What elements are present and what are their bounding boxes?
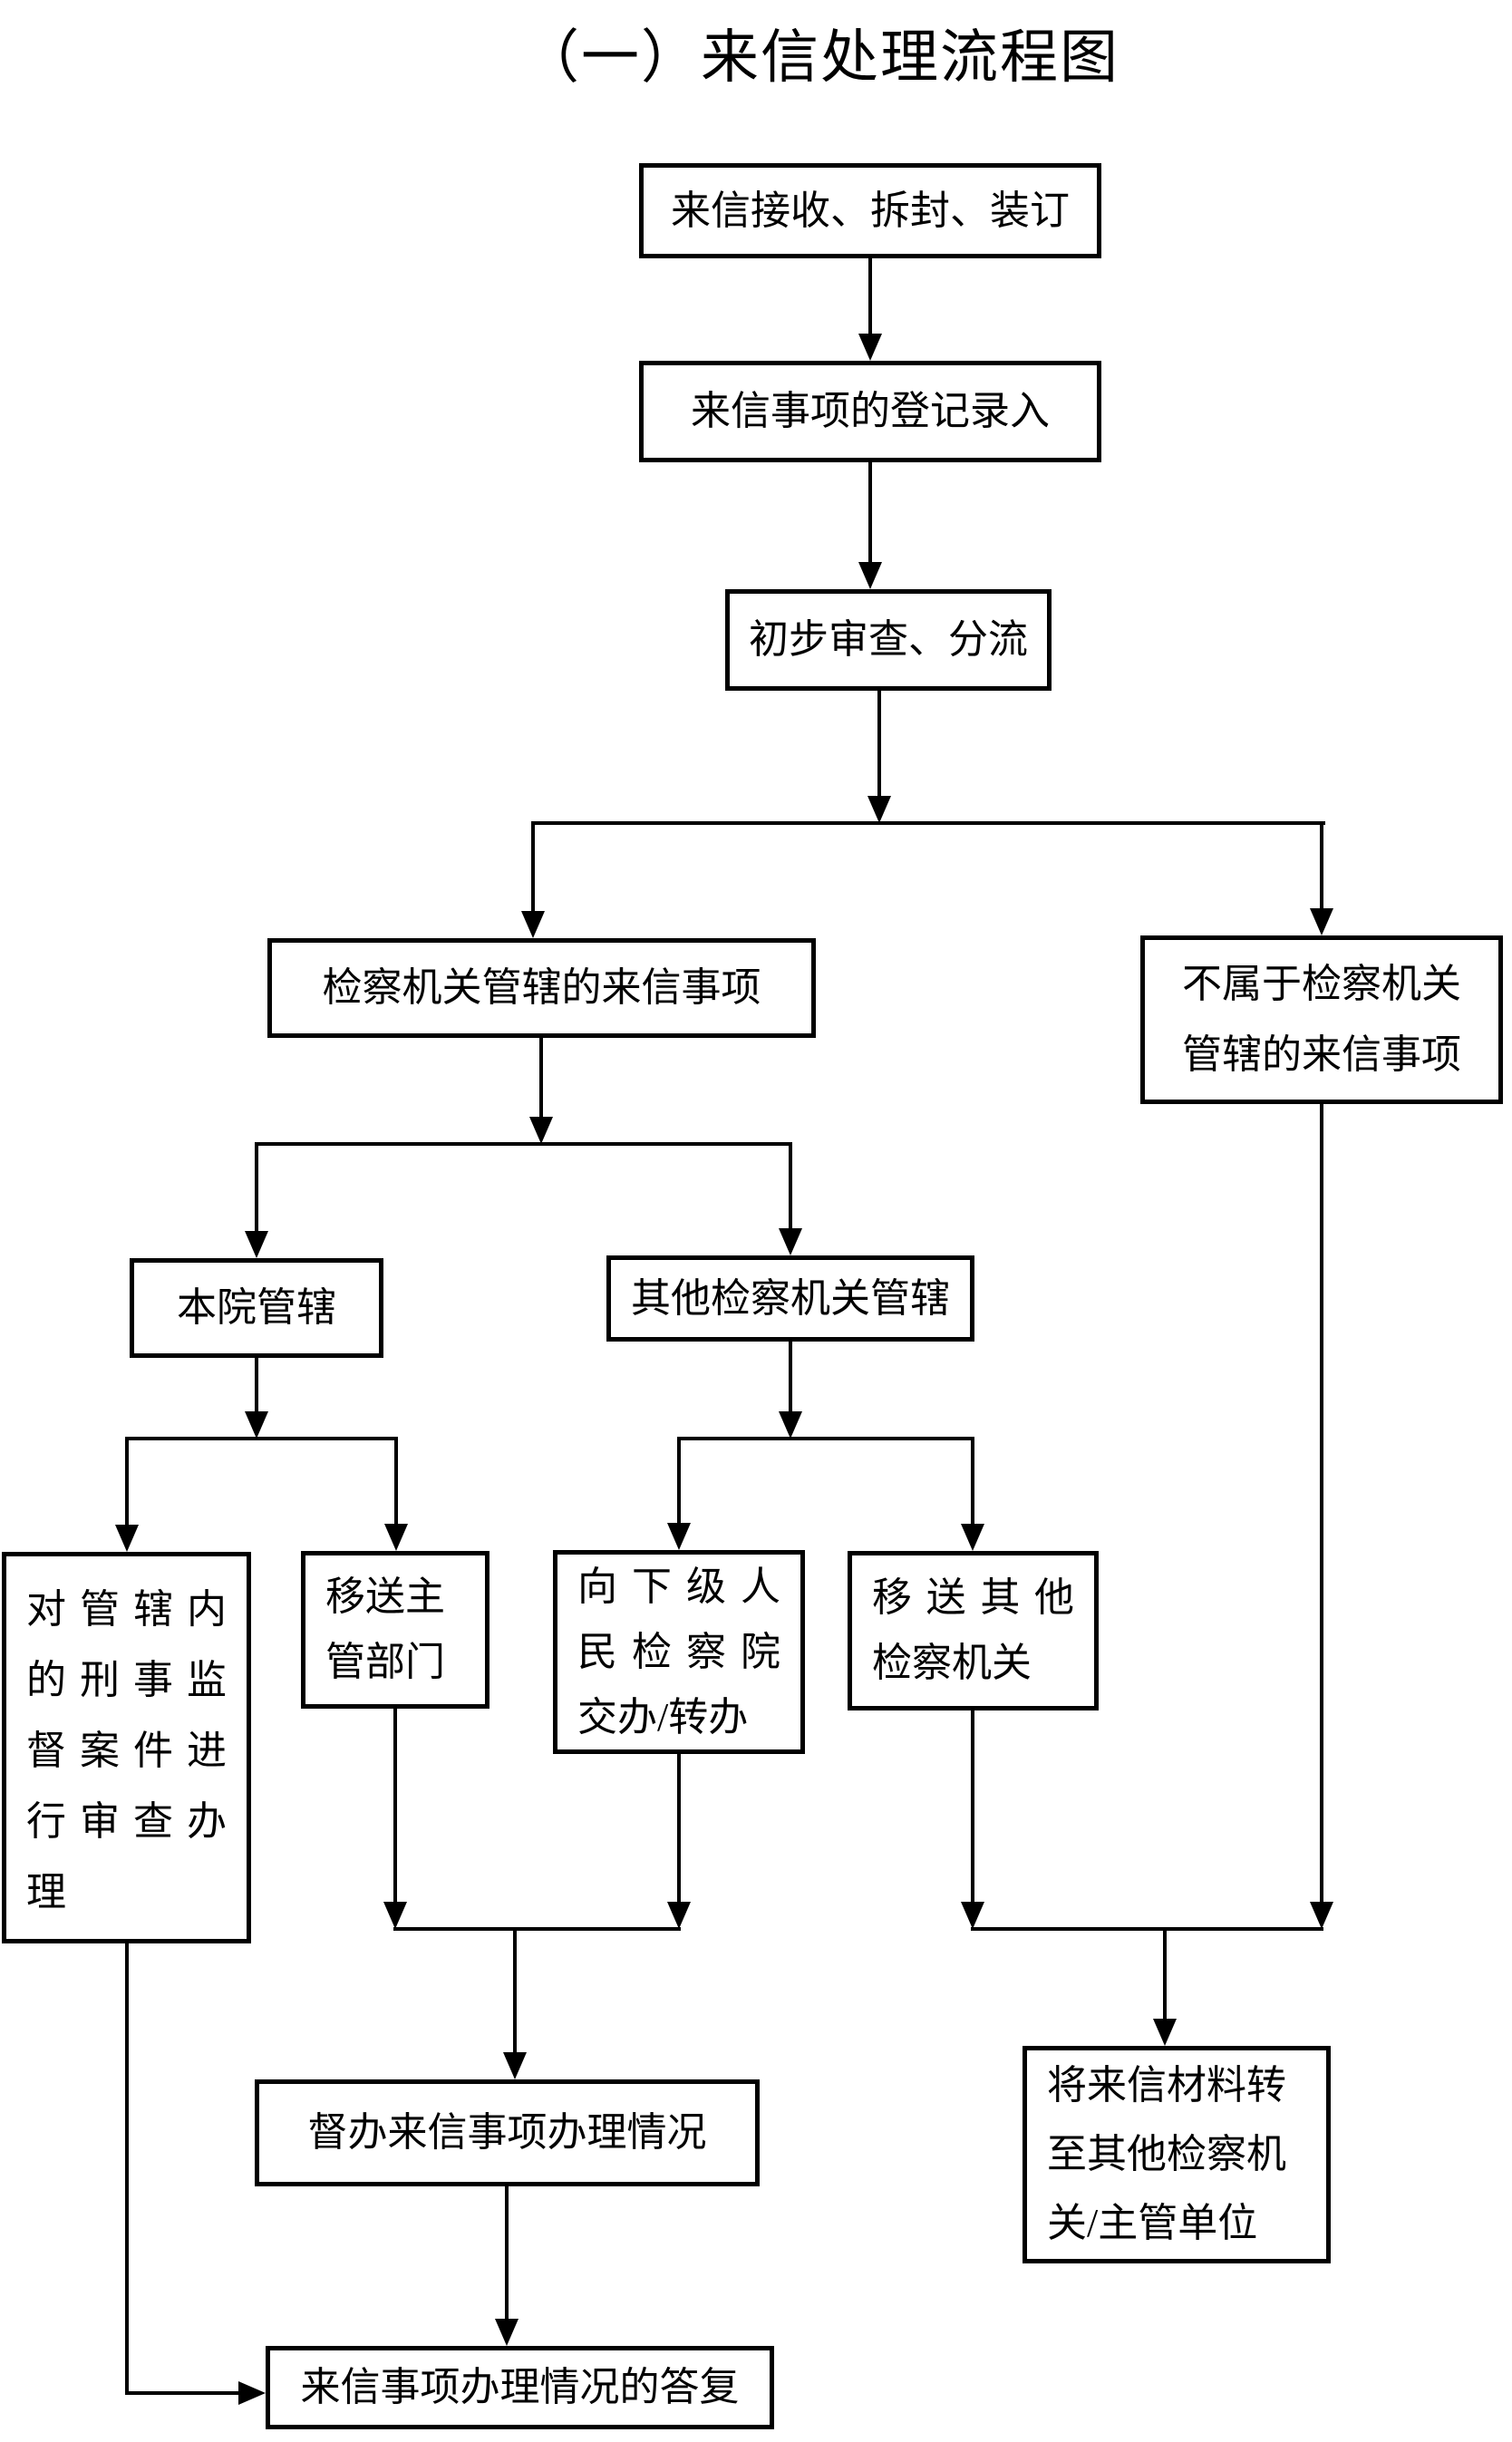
- node-supervise-handling: 督办来信事项办理情况: [255, 2079, 760, 2186]
- node-label: 本院管辖: [177, 1285, 336, 1330]
- node-line: 移送主: [325, 1575, 445, 1619]
- node-transfer-other-procuratorate: 移送其他 检察机关: [848, 1551, 1099, 1710]
- connector-transfer-dept-merge-line: [393, 1709, 397, 1904]
- node-line: 的刑事监: [26, 1658, 227, 1702]
- split1-horizontal-line: [531, 821, 1325, 825]
- node-label: 其他检察机关管辖: [631, 1275, 950, 1321]
- node-label: 初步审查、分流: [749, 617, 1028, 662]
- connector-criminal-reply-horizontal-line: [125, 2391, 238, 2395]
- merge2-horizontal-line: [971, 1927, 1323, 1931]
- node-line: 移送其他: [872, 1575, 1074, 1620]
- arrow-down-onto-split3: [245, 1411, 268, 1439]
- merge2-drop-line: [1163, 1929, 1167, 2019]
- connector-transfer-other-merge-line: [971, 1710, 974, 1904]
- arrow-down-onto-split2: [529, 1117, 553, 1144]
- arrow-down-into-transfer-other: [961, 1524, 984, 1551]
- split1-left-drop-line: [531, 823, 535, 913]
- node-receive-letter: 来信接收、拆封、装订: [639, 163, 1101, 258]
- arrow-down-into-not-jurisdiction: [1310, 908, 1333, 935]
- split4-left-drop-line: [677, 1439, 681, 1525]
- node-criminal-supervision-review: 对管辖内 的刑事监 督案件进 行审查办 理: [2, 1552, 251, 1943]
- arrow-down-into-forward: [1153, 2019, 1177, 2046]
- split3-right-drop-line: [394, 1439, 398, 1526]
- split4-horizontal-line: [677, 1437, 974, 1440]
- connector-supervise-reply-line: [505, 2186, 509, 2319]
- arrow-down-into-jurisdiction: [521, 911, 545, 938]
- split2-horizontal-line: [255, 1142, 792, 1146]
- node-line: 向下级人: [577, 1564, 780, 1609]
- connector-receive-register-line: [868, 258, 872, 335]
- node-line: 民检察院: [577, 1629, 780, 1674]
- arrow-down-into-reply: [495, 2319, 519, 2346]
- arrow-down-onto-merge1-right: [667, 1902, 691, 1929]
- node-transfer-competent-dept: 移送主 管部门: [301, 1551, 489, 1709]
- node-label: 来信接收、拆封、装订: [671, 188, 1070, 233]
- node-line: 督案件进: [26, 1729, 227, 1773]
- arrow-down-into-own-court: [245, 1231, 268, 1258]
- split2-left-drop-line: [255, 1144, 258, 1233]
- arrow-down-into-register: [858, 334, 882, 361]
- connector-own-court-split-line: [255, 1358, 258, 1413]
- arrow-down-onto-merge1-left: [383, 1902, 407, 1929]
- connector-other-org-split-line: [789, 1342, 792, 1413]
- connector-not-jurisdiction-merge-line: [1320, 1104, 1323, 1904]
- connector-review-split-line: [877, 691, 881, 798]
- split3-horizontal-line: [125, 1437, 398, 1440]
- split2-right-drop-line: [789, 1144, 792, 1230]
- node-label: 检察机关管辖的来信事项: [322, 965, 761, 1010]
- arrow-down-onto-split4: [779, 1411, 802, 1439]
- node-own-court-jurisdiction: 本院管辖: [130, 1258, 383, 1358]
- arrow-down-into-review: [858, 562, 882, 589]
- connector-register-review-line: [868, 462, 872, 564]
- arrow-down-onto-merge2-right: [1310, 1902, 1333, 1929]
- node-line: 理: [26, 1870, 66, 1914]
- node-line: 不属于检察机关: [1182, 962, 1461, 1006]
- arrow-down-into-lower-court: [667, 1523, 691, 1550]
- node-forward-materials: 将来信材料转 至其他检察机 关/主管单位: [1023, 2046, 1331, 2263]
- node-line: 管辖的来信事项: [1182, 1032, 1461, 1077]
- node-line: 对管辖内: [26, 1587, 227, 1632]
- page-title: （一）来信处理流程图: [521, 25, 1119, 90]
- connector-criminal-reply-vertical-line: [125, 1943, 129, 2395]
- split3-left-drop-line: [125, 1439, 129, 1526]
- merge1-horizontal-line: [393, 1927, 681, 1931]
- node-not-jurisdiction-matters: 不属于检察机关 管辖的来信事项: [1140, 935, 1503, 1104]
- node-line: 行审查办: [26, 1799, 227, 1844]
- split4-right-drop-line: [971, 1439, 974, 1526]
- arrow-down-onto-split1: [867, 796, 891, 823]
- node-line: 将来信材料转: [1047, 2063, 1286, 2108]
- node-line: 管部门: [325, 1640, 445, 1684]
- node-reply-handling-result: 来信事项办理情况的答复: [266, 2346, 774, 2429]
- node-jurisdiction-matters: 检察机关管辖的来信事项: [267, 938, 816, 1038]
- node-line: 检察机关: [872, 1641, 1032, 1685]
- merge1-drop-line: [513, 1929, 517, 2052]
- arrow-right-into-reply: [238, 2381, 266, 2405]
- node-line: 交办/转办: [577, 1694, 749, 1739]
- split1-right-drop-line: [1320, 823, 1323, 910]
- node-line: 关/主管单位: [1047, 2201, 1258, 2245]
- arrow-down-onto-merge2-left: [961, 1902, 984, 1929]
- node-assign-lower-procuratorate: 向下级人 民检察院 交办/转办: [553, 1550, 805, 1754]
- node-initial-review: 初步审查、分流: [725, 589, 1052, 691]
- node-label: 来信事项的登记录入: [691, 389, 1050, 433]
- arrow-down-into-transfer-dept: [384, 1524, 408, 1551]
- arrow-down-into-other-org: [779, 1228, 802, 1255]
- node-label: 来信事项办理情况的答复: [300, 2365, 740, 2409]
- arrow-down-into-supervise: [503, 2052, 527, 2079]
- node-other-procuratorate-jurisdiction: 其他检察机关管辖: [606, 1255, 974, 1342]
- arrow-down-into-criminal: [115, 1525, 139, 1552]
- connector-jurisdiction-split-line: [539, 1038, 543, 1119]
- node-line: 至其他检察机: [1047, 2132, 1286, 2176]
- connector-lower-court-merge-line: [677, 1754, 681, 1904]
- node-register-entry: 来信事项的登记录入: [639, 361, 1101, 462]
- node-label: 督办来信事项办理情况: [307, 2110, 707, 2155]
